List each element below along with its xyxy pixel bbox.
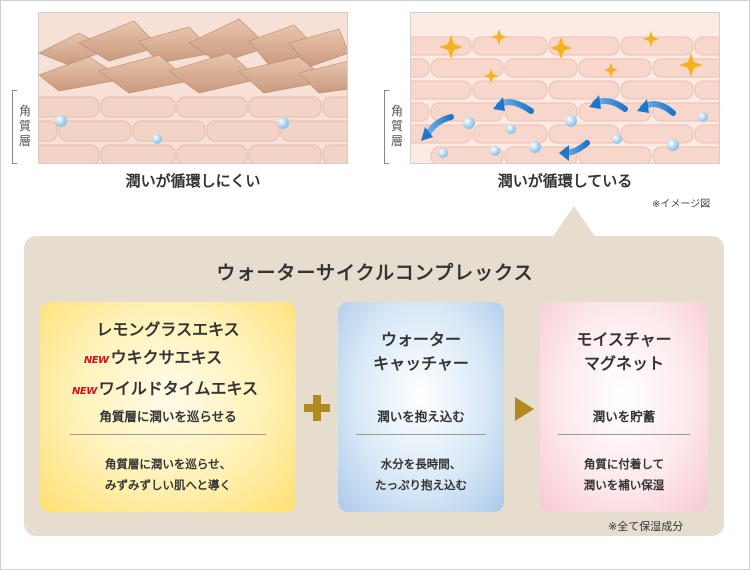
panel-pointer [552,206,596,238]
card-title-line: レモングラスエキス [96,320,240,339]
card-description: 角質に付着して潤いを補い保湿 [583,457,665,492]
card-title-line: マグネット [583,354,664,373]
card-title-line: モイスチャー [576,330,672,349]
image-note: ※イメージ図 [652,199,711,210]
dry-skin-illustration [38,12,348,164]
new-badge: NEW [72,386,97,397]
card-subtitle: 潤いを貯蓄 [592,409,656,424]
card-description: 角質層に潤いを巡らせ、みずみずしい肌へと導く [104,457,232,492]
divider [356,434,486,435]
card-title-line: ウォーター [380,330,461,349]
caption-left: 潤いが循環しにくい [125,172,261,190]
layer-label: 角質層 [390,104,403,148]
divider [558,434,690,435]
arrow-right-icon [515,397,534,421]
moist-skin-illustration [410,12,720,164]
card-description: 水分を長時間、たっぷり抱え込む [375,457,467,492]
panel-title: ウォーターサイクルコンプレックス [216,262,534,284]
card-subtitle: 潤いを抱え込む [377,409,465,424]
caption-right: 潤いが循環している [497,172,633,190]
new-badge: NEW [83,355,109,366]
bracket [12,90,17,164]
footnote: ※全て保湿成分 [608,520,684,533]
bracket [384,90,389,164]
card-moisture-magnet: モイスチャー マグネット 潤いを貯蓄 角質に付着して潤いを補い保湿 [540,302,708,512]
divider [70,434,266,435]
card-water-catcher: ウォーター キャッチャー 潤いを抱え込む 水分を長時間、たっぷり抱え込む [338,302,504,512]
layer-label: 角質層 [18,104,31,148]
card-subtitle: 角質層に潤いを巡らせる [99,409,237,424]
card-title-line: キャッチャー [373,354,469,373]
plus-icon [304,395,330,421]
